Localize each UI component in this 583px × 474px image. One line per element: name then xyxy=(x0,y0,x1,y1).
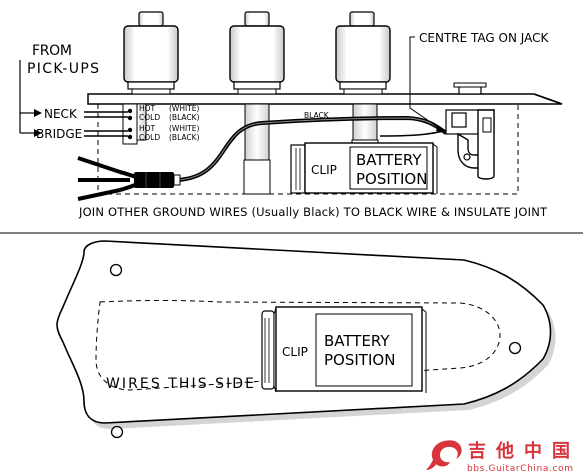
pickup-terminal-block xyxy=(122,103,138,145)
watermark-chinese: 吉他中国 xyxy=(468,440,570,462)
jack-socket xyxy=(445,109,495,180)
screw-hole-right xyxy=(508,341,522,355)
watermark: 吉他中国 bbs.GuitarChina.com xyxy=(426,440,573,474)
bottom-battery-line2: POSITION xyxy=(324,351,395,369)
knob-3 xyxy=(335,11,391,95)
neck-label: NECK xyxy=(44,107,78,121)
bottom-plate-view: CLIP BATTERY POSITION WIRES THIS SIDE xyxy=(56,240,556,439)
jack-label: CENTRE TAG ON JACK xyxy=(419,31,549,45)
neck-arrow-icon xyxy=(34,109,42,117)
jack-mount xyxy=(453,82,487,95)
neck-cold-color: (BLACK) xyxy=(169,113,200,122)
top-clip-label: CLIP xyxy=(311,163,337,177)
insulated-joint xyxy=(134,172,174,188)
control-plate xyxy=(87,93,563,105)
pickup-wires xyxy=(19,60,128,137)
wires-side-label: WIRES THIS SIDE xyxy=(106,376,254,392)
bridge-label: BRIDGE xyxy=(36,127,82,141)
bridge-arrow-icon xyxy=(34,129,42,137)
jack-leader xyxy=(409,36,443,131)
ground-note: JOIN OTHER GROUND WIRES (Usually Black) … xyxy=(78,205,548,219)
cavity-outline xyxy=(97,104,519,195)
bridge-hot-label: HOT xyxy=(139,124,156,133)
bridge-cold-color: (BLACK) xyxy=(169,133,200,142)
black-wire-label: BLACK xyxy=(304,111,330,120)
neck-hot-label: HOT xyxy=(139,104,156,113)
top-battery xyxy=(290,142,438,194)
bottom-battery-line1: BATTERY xyxy=(324,332,390,350)
neck-hot-color: (WHITE) xyxy=(169,104,200,113)
from-label: FROM xyxy=(32,43,72,59)
bottom-battery xyxy=(261,306,427,393)
ground-loom xyxy=(77,156,141,201)
neck-cold-label: COLD xyxy=(139,113,160,122)
watermark-url: bbs.GuitarChina.com xyxy=(467,464,573,474)
screw-hole-top-left xyxy=(109,263,123,277)
knob-1 xyxy=(123,11,179,95)
bottom-clip-label: CLIP xyxy=(282,345,308,359)
pickups-label: PICK-UPS xyxy=(27,61,99,77)
screw-hole-bottom-left xyxy=(110,425,124,439)
top-battery-line2: POSITION xyxy=(356,170,427,188)
watermark-logo-icon xyxy=(431,440,462,467)
bridge-cold-label: COLD xyxy=(139,133,160,142)
top-side-view: FROM PICK-UPS NECK BRIDGE HOT COLD (WHIT… xyxy=(19,11,563,219)
knob-2 xyxy=(229,11,285,95)
top-battery-line1: BATTERY xyxy=(356,151,422,169)
bridge-hot-color: (WHITE) xyxy=(169,124,200,133)
